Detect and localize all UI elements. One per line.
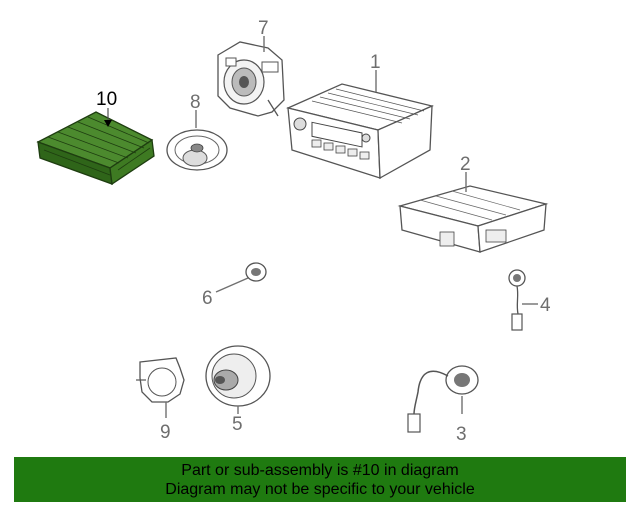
part-6-grommet[interactable] — [245, 262, 267, 282]
callout-9: 9 — [160, 422, 171, 443]
part-2-cd-changer[interactable] — [397, 185, 549, 253]
callout-3: 3 — [456, 424, 467, 445]
callout-4: 4 — [540, 295, 551, 316]
part-9-bracket[interactable] — [136, 357, 185, 403]
banner-line-1: Part or sub-assembly is #10 in diagram — [181, 462, 459, 479]
callout-6: 6 — [202, 288, 213, 309]
part-3-harness[interactable] — [407, 365, 479, 433]
banner-line-2: Diagram may not be specific to your vehi… — [165, 481, 475, 498]
part-8-speaker[interactable] — [166, 129, 228, 171]
part-5-woofer[interactable] — [205, 345, 271, 407]
callout-8: 8 — [190, 92, 201, 113]
callout-2: 2 — [460, 154, 471, 175]
callout-7: 7 — [258, 18, 269, 39]
part-10-amplifier[interactable] — [36, 111, 155, 186]
info-banner: Part or sub-assembly is #10 in diagram D… — [14, 457, 626, 502]
part-4-connector[interactable] — [508, 269, 526, 331]
part-1-radio-receiver[interactable] — [285, 83, 435, 180]
part-7-speaker-bracket[interactable] — [217, 41, 285, 117]
callout-10-arrowhead — [104, 120, 112, 127]
callout-6-line — [215, 277, 249, 293]
callout-1: 1 — [370, 52, 381, 73]
callout-10: 10 — [96, 89, 117, 110]
callout-5: 5 — [232, 414, 243, 435]
